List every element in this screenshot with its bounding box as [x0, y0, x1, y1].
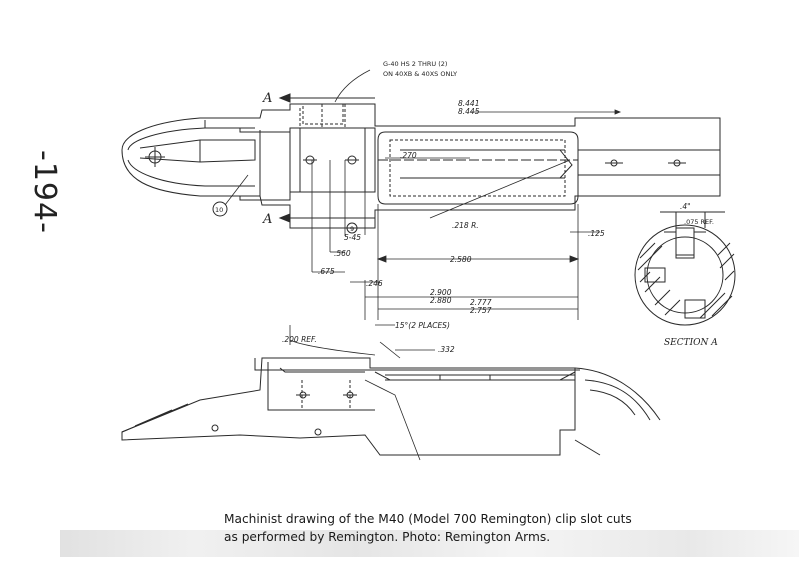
dim-125: .125 [588, 229, 605, 238]
callout-balloon-10 [212, 201, 228, 217]
scan-shadow-band [60, 530, 799, 557]
section-label: SECTION A [664, 338, 718, 348]
dim-15deg: 15°(2 PLACES) [395, 321, 450, 330]
dim-4: .4" [680, 202, 691, 211]
callout-9: 9 [350, 225, 354, 233]
dim-2757: 2.757 [470, 306, 492, 315]
caption-line-1: Machinist drawing of the M40 (Model 700 … [224, 512, 632, 526]
section-marker-bottom: A [262, 212, 272, 227]
leader-lines [224, 69, 622, 359]
dim-675: .675 [318, 267, 335, 276]
dim-2777: 2.777 [470, 298, 492, 307]
section-a-view [634, 211, 736, 326]
note-line-1: G-40 HS 2 THRU (2) [383, 60, 447, 68]
dim-2880: 2.880 [430, 296, 452, 305]
top-view-outline [121, 103, 721, 229]
section-cut-arrows [278, 93, 375, 223]
note-line-2: ON 40XB & 40XS ONLY [383, 70, 457, 78]
figure-caption: Machinist drawing of the M40 (Model 700 … [224, 510, 724, 546]
dim-246: .246 [366, 279, 383, 288]
dim-560: .560 [334, 249, 351, 258]
dim-332: .332 [438, 345, 455, 354]
machinist-drawing: G-40 HS 2 THRU (2) ON 40XB & 40XS ONLY A… [121, 60, 736, 461]
dimension-labels: G-40 HS 2 THRU (2) ON 40XB & 40XS ONLY A… [262, 60, 718, 354]
dim-218: .218 R. [452, 221, 479, 230]
dim-2900: 2.900 [430, 288, 452, 297]
section-marker-top: A [262, 91, 272, 106]
caption-line-2: as performed by Remington. Photo: Reming… [224, 530, 551, 544]
dim-270: .270 [400, 151, 417, 160]
callout-10: 10 [215, 206, 223, 214]
dim-075: .075 REF. [684, 218, 714, 226]
dim-545: 5-45 [344, 233, 361, 242]
callouts: 10 9 [212, 201, 358, 234]
dim-200: .200 REF. [282, 335, 317, 344]
dim-2580: 2.580 [450, 255, 472, 264]
callout-balloon-9 [346, 222, 358, 234]
side-view-outline [121, 357, 661, 461]
dim-8445: 8.445 [458, 107, 480, 116]
dim-8441: 8.441 [458, 99, 479, 108]
